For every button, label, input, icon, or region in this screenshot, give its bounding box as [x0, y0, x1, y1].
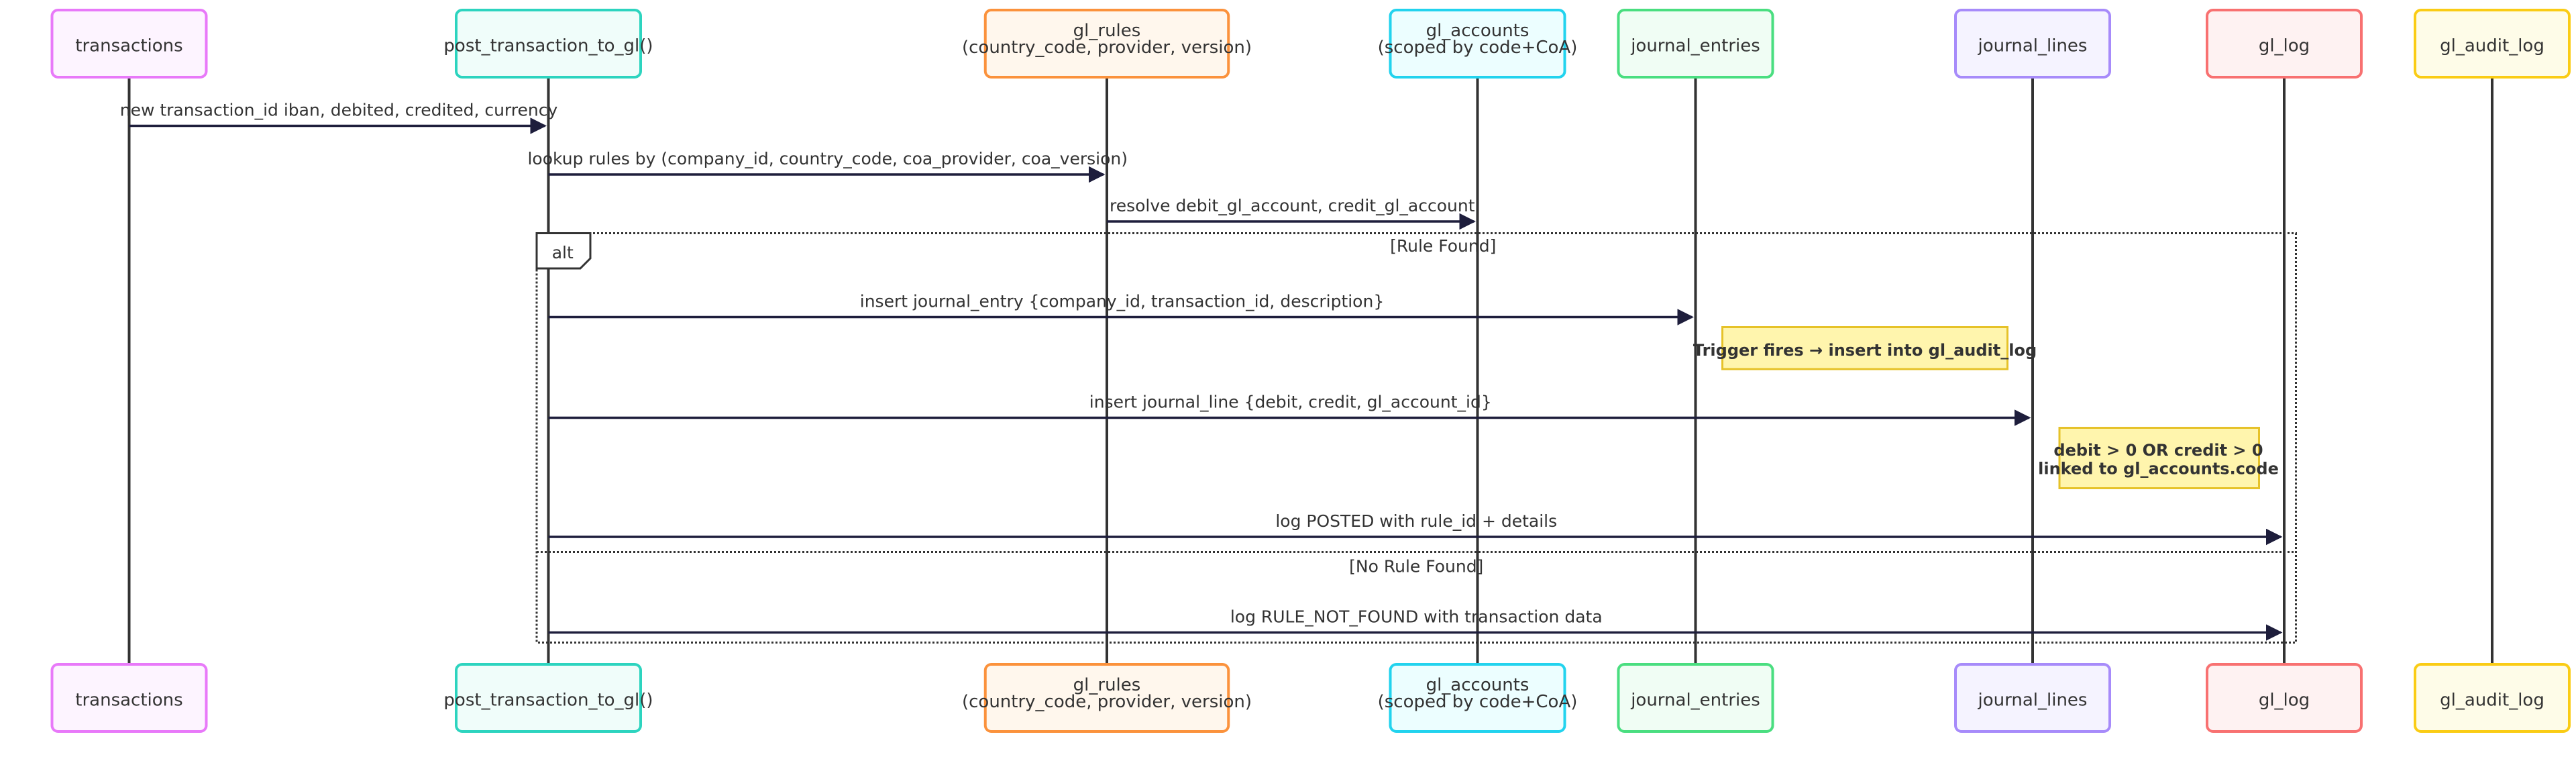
alt-else-condition: [No Rule Found] — [1349, 557, 1483, 576]
actor-gl_audit_log-top: gl_audit_log — [2414, 9, 2571, 79]
actor-label: gl_audit_log — [2440, 36, 2544, 56]
message-label: insert journal_entry {company_id, transa… — [860, 292, 1384, 311]
alt-condition: [Rule Found] — [1390, 236, 1496, 256]
actor-label: journal_lines — [1978, 36, 2088, 56]
note: Trigger fires → insert into gl_audit_log — [1693, 326, 2037, 370]
actor-label: transactions — [75, 36, 182, 56]
actor-gl_log-top: gl_log — [2206, 9, 2363, 79]
actor-label: gl_rules — [1073, 21, 1141, 41]
actor-gl_rules-top: gl_rules(country_code, provider, version… — [962, 9, 1252, 79]
actor-label: gl_audit_log — [2440, 690, 2544, 710]
actor-label: post_transaction_to_gl() — [443, 690, 653, 710]
actor-box — [1389, 9, 1566, 79]
actor-label: journal_entries — [1630, 36, 1760, 56]
actor-label: gl_log — [2259, 690, 2310, 710]
actor-post_transaction_to_gl-top: post_transaction_to_gl() — [443, 9, 653, 79]
actor-box — [2414, 9, 2571, 79]
actor-label: gl_accounts — [1426, 675, 1529, 695]
actor-box — [983, 9, 1230, 79]
actor-label: journal_lines — [1978, 690, 2088, 710]
actor-journal_lines-bottom: journal_lines — [1954, 663, 2111, 733]
message-label: lookup rules by (company_id, country_cod… — [527, 149, 1128, 168]
actor-journal_lines-top: journal_lines — [1954, 9, 2111, 79]
actor-gl_log-bottom: gl_log — [2206, 663, 2363, 733]
alt-frame-border — [535, 232, 2297, 644]
actor-gl_accounts-top: gl_accounts(scoped by code+CoA) — [1378, 9, 1578, 79]
actor-box — [2414, 663, 2571, 733]
note-text: debit > 0 OR credit > 0 — [2053, 441, 2263, 460]
actor-box — [2206, 9, 2363, 79]
message-label: log RULE_NOT_FOUND with transaction data — [1230, 607, 1603, 627]
actor-transactions-bottom: transactions — [50, 663, 208, 733]
actor-label: transactions — [75, 690, 182, 710]
actor-label: gl_accounts — [1426, 21, 1529, 41]
actor-box — [50, 9, 208, 79]
actor-gl_accounts-bottom: gl_accounts(scoped by code+CoA) — [1378, 663, 1578, 733]
note-box — [1721, 326, 2008, 370]
actor-box — [2206, 663, 2363, 733]
actor-box — [455, 9, 642, 79]
message-label: log POSTED with rule_id + details — [1275, 511, 1557, 531]
actor-journal_entries-bottom: journal_entries — [1617, 663, 1774, 733]
message-label: insert journal_line {debit, credit, gl_a… — [1089, 393, 1492, 412]
actor-box — [1617, 9, 1774, 79]
alt-tab — [535, 232, 592, 270]
actor-label: (scoped by code+CoA) — [1378, 38, 1578, 58]
alt-keyword: alt — [552, 243, 574, 262]
actor-label: (country_code, provider, version) — [962, 692, 1252, 712]
actor-label: (country_code, provider, version) — [962, 38, 1252, 58]
actor-box — [1389, 663, 1566, 733]
actor-box — [1617, 663, 1774, 733]
actor-label: journal_entries — [1630, 690, 1760, 710]
actor-box — [455, 663, 642, 733]
actor-transactions-top: transactions — [50, 9, 208, 79]
actor-box — [50, 663, 208, 733]
actor-gl_rules-bottom: gl_rules(country_code, provider, version… — [962, 663, 1252, 733]
actor-journal_entries-top: journal_entries — [1617, 9, 1774, 79]
actor-label: post_transaction_to_gl() — [443, 36, 653, 56]
actor-label: gl_log — [2259, 36, 2310, 56]
actor-label: (scoped by code+CoA) — [1378, 692, 1578, 712]
actor-gl_audit_log-bottom: gl_audit_log — [2414, 663, 2571, 733]
note-box — [2058, 427, 2260, 489]
actor-post_transaction_to_gl-bottom: post_transaction_to_gl() — [443, 663, 653, 733]
actor-box — [1954, 663, 2111, 733]
message-label: new transaction_id iban, debited, credit… — [120, 101, 558, 120]
actor-box — [1954, 9, 2111, 79]
message-label: resolve debit_gl_account, credit_gl_acco… — [1110, 196, 1475, 215]
note-text: Trigger fires → insert into gl_audit_log — [1693, 341, 2037, 360]
actor-label: gl_rules — [1073, 675, 1141, 695]
note-text: linked to gl_accounts.code — [2038, 459, 2279, 478]
actor-box — [983, 663, 1230, 733]
